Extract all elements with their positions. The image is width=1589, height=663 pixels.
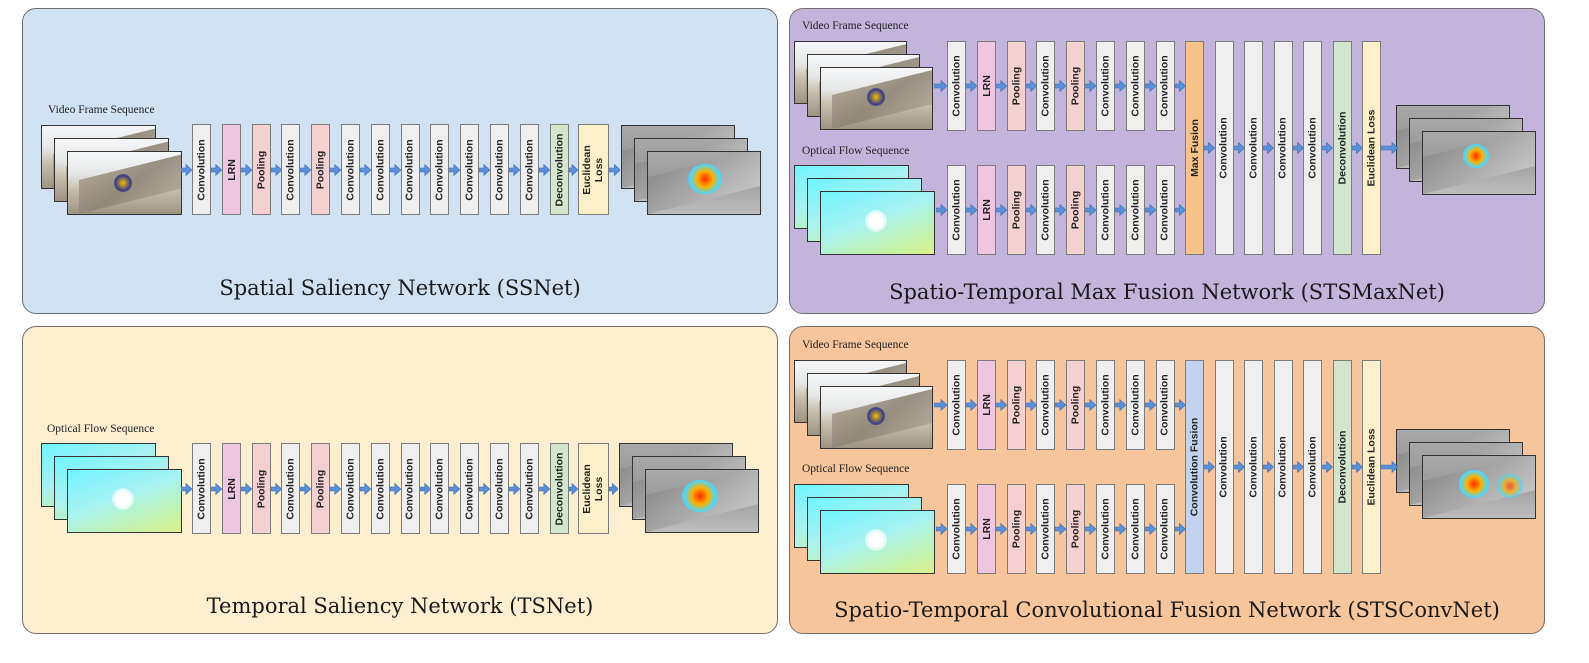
saliency-hotspot [688,164,722,194]
stsconvnet-title: Spatio-Temporal Convolutional Fusion Net… [834,598,1500,622]
saliency-map [1422,131,1536,195]
tsnet-title: Temporal Saliency Network (TSNet) [206,594,594,618]
ssnet-title: Spatial Saliency Network (SSNet) [219,276,581,300]
stsmaxnet-title: Spatio-Temporal Max Fusion Network (STSM… [889,280,1445,304]
saliency-hotspot [1463,144,1489,168]
saliency-hotspot [682,480,718,512]
saliency-map [647,151,761,215]
optical-flow-frame [820,191,935,255]
saliency-hotspot [1459,470,1489,498]
motion-blob [112,488,134,510]
stsmaxnet-panel: Video Frame Sequence Optical Flow Sequen… [789,8,1545,314]
video-frame [820,386,933,449]
rider-marker [867,88,885,106]
motion-blob [865,529,887,551]
rider-marker [114,174,132,192]
tsnet-panel: Optical Flow Sequence Temporal Saliency … [22,326,778,634]
ssnet-panel: Video Frame Sequence Spatial Saliency Ne… [22,8,778,314]
stsmaxnet-video-label: Video Frame Sequence [802,20,909,32]
video-frame [820,67,933,130]
optical-flow-frame [820,510,935,574]
stsconvnet-video-label: Video Frame Sequence [802,339,909,351]
rider-marker [867,407,885,425]
tsnet-input-label: Optical Flow Sequence [47,423,155,435]
saliency-hotspot [1497,474,1523,498]
stsconvnet-flow-label: Optical Flow Sequence [802,463,910,475]
saliency-map [1422,455,1536,519]
saliency-map [645,469,759,533]
video-frame [67,151,182,215]
motion-blob [865,210,887,232]
ssnet-input-label: Video Frame Sequence [48,104,155,116]
stsconvnet-panel: Video Frame Sequence Optical Flow Sequen… [789,326,1545,634]
stsmaxnet-flow-label: Optical Flow Sequence [802,145,910,157]
optical-flow-frame [67,469,182,533]
